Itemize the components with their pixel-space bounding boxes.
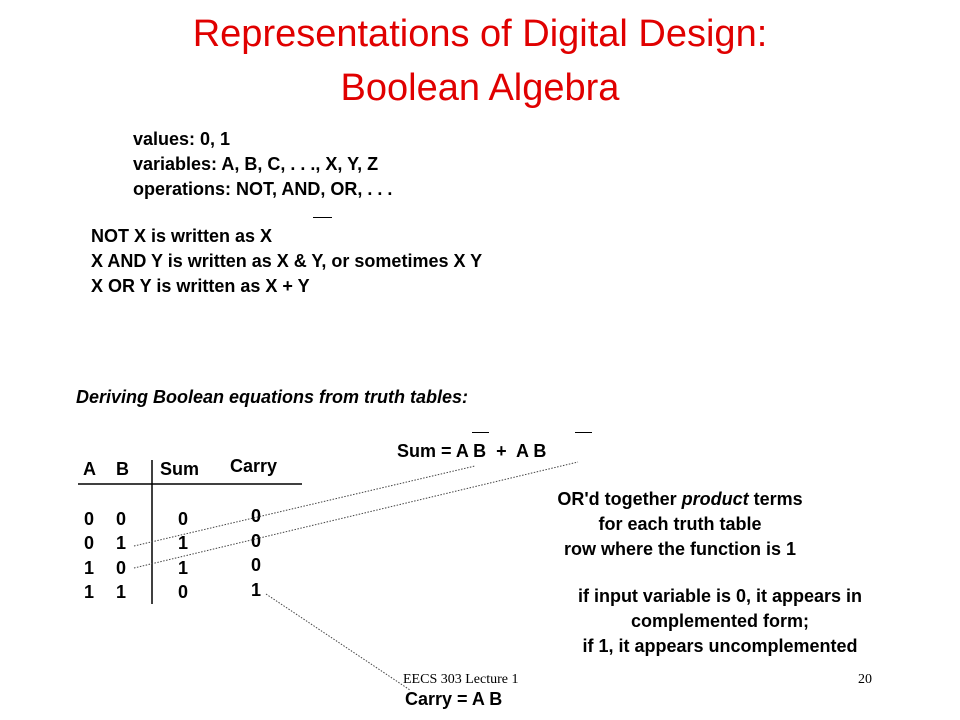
section-heading: Deriving Boolean equations from truth ta…	[76, 387, 469, 407]
table-header-b: B	[116, 459, 129, 479]
values-text: values: 0, 1	[133, 129, 231, 149]
sum-equation: Sum = A B + A B	[397, 441, 547, 461]
table-header-carry: Carry	[230, 456, 278, 476]
cell-sum-r2: 1	[178, 533, 189, 553]
cell-sum-r4: 0	[178, 582, 189, 602]
cell-a-r3: 1	[84, 558, 95, 578]
explanation-line5: complemented form;	[630, 611, 810, 631]
explanation-line2: for each truth table	[598, 514, 762, 534]
not-x-overbar	[313, 217, 332, 218]
slide-title-line2: Boolean Algebra	[340, 67, 620, 109]
cell-a-r4: 1	[84, 582, 95, 602]
table-header-sum: Sum	[160, 459, 200, 479]
product-emphasis: product	[681, 489, 749, 509]
cell-b-r2: 1	[116, 533, 127, 553]
connector-row3-to-sum-term2	[133, 461, 579, 569]
not-notation-text: NOT X is written as X	[91, 226, 273, 246]
cell-b-r1: 0	[116, 509, 127, 529]
sum-b-overbar	[575, 432, 592, 433]
explanation-line4: if input variable is 0, it appears in	[577, 586, 863, 606]
cell-carry-r4: 1	[251, 580, 262, 600]
footer-lecture: EECS 303 Lecture 1	[403, 672, 519, 687]
slide-title-line1: Representations of Digital Design:	[192, 13, 768, 55]
footer-page-number: 20	[858, 672, 872, 687]
cell-carry-r1: 0	[251, 506, 262, 526]
cell-b-r4: 1	[116, 582, 127, 602]
cell-a-r1: 0	[84, 509, 95, 529]
variables-text: variables: A, B, C, . . ., X, Y, Z	[133, 154, 379, 174]
and-notation-text: X AND Y is written as X & Y, or sometime…	[91, 251, 483, 271]
table-header-a: A	[83, 459, 96, 479]
explanation-line6: if 1, it appears uncomplemented	[582, 636, 858, 656]
cell-b-r3: 0	[116, 558, 127, 578]
sum-a-overbar	[472, 432, 489, 433]
connector-carry-row4-to-carry-eq	[265, 593, 411, 691]
cell-sum-r1: 0	[178, 509, 189, 529]
explanation-line3: row where the function is 1	[563, 539, 797, 559]
or-notation-text: X OR Y is written as X + Y	[91, 276, 310, 296]
operations-text: operations: NOT, AND, OR, . . .	[133, 179, 393, 199]
explanation-line1: OR'd together product terms	[557, 489, 803, 509]
connector-row2-to-sum-term1	[133, 465, 476, 547]
cell-carry-r3: 0	[251, 555, 262, 575]
cell-carry-r2: 0	[251, 531, 262, 551]
cell-sum-r3: 1	[178, 558, 189, 578]
cell-a-r2: 0	[84, 533, 95, 553]
carry-equation: Carry = A B	[405, 689, 503, 709]
